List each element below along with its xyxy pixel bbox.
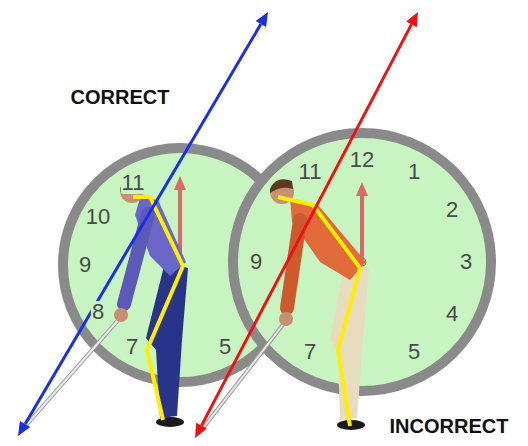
golfer-correct: [22, 178, 188, 430]
clock-number: 8: [91, 301, 105, 323]
golf-club: [22, 318, 120, 430]
posture-line: [278, 197, 360, 426]
clock-number: 3: [459, 251, 473, 273]
axis-arrow: [25, 24, 261, 424]
arrow-head: [256, 12, 268, 27]
clock-number: 5: [218, 336, 232, 358]
arm: [287, 220, 300, 308]
arrow-head: [18, 421, 30, 436]
clock-number: 1: [407, 161, 421, 183]
shoe: [156, 417, 184, 427]
golf-club: [200, 322, 285, 432]
arm: [124, 214, 148, 304]
clock-number: 7: [303, 341, 317, 363]
clock-number: 4: [445, 303, 459, 325]
clock-number: 9: [78, 254, 92, 276]
hair: [270, 179, 293, 193]
clock-hand: [360, 192, 364, 262]
clock-number: 11: [121, 172, 146, 194]
hands: [114, 308, 128, 322]
clock-hand-head: [174, 176, 186, 190]
pants: [330, 262, 369, 420]
golf-club: [200, 322, 285, 432]
golfer-incorrect: [200, 179, 369, 432]
arrow-head: [195, 423, 207, 438]
axis-arrow: [202, 24, 412, 425]
golf-club: [22, 318, 120, 430]
arrow-head: [406, 12, 418, 27]
clock-number: 5: [407, 341, 421, 363]
posture-heading: INCORRECT: [390, 416, 509, 436]
clock-number: 7: [125, 336, 139, 358]
clock-number: 2: [445, 199, 459, 221]
posture-heading: CORRECT: [71, 87, 170, 107]
hands: [279, 312, 293, 326]
clock-number: 11: [298, 161, 323, 183]
clock-number: 9: [249, 251, 263, 273]
clock-number: 10: [85, 206, 111, 228]
clock-number: 12: [349, 149, 375, 171]
clock-hand-head: [356, 182, 368, 196]
